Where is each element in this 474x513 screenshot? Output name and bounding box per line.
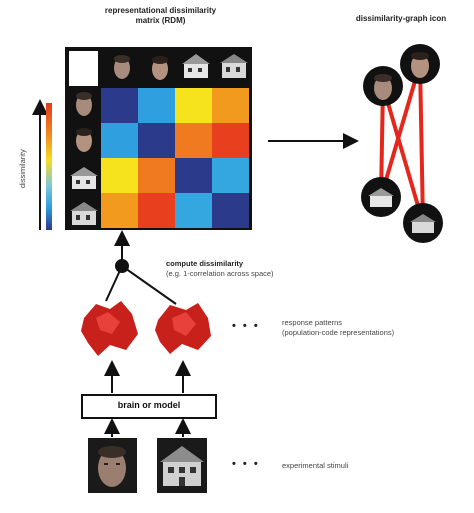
rdm-title: representational dissimilarity matrix (R…	[58, 6, 263, 26]
rdm-row-face-1	[76, 92, 92, 116]
rdm-row-house-2	[70, 202, 98, 225]
graph-node-house-1	[361, 177, 401, 217]
rdm-row-house-1	[70, 167, 98, 189]
response-line1: response patterns	[282, 318, 343, 327]
rdm-cell-face-2-face-2	[138, 123, 175, 158]
graph-node-house-2	[403, 203, 443, 243]
colorbar-label: dissimilarity	[18, 149, 27, 188]
rdm-cell-face-1-house-2	[212, 88, 249, 123]
rdm-corner	[69, 51, 98, 86]
dissimilarity-graph	[361, 44, 443, 243]
response-pattern-1	[81, 301, 138, 356]
rdm-cell-face-2-house-1	[175, 123, 212, 158]
rdm-title-line1: representational dissimilarity	[104, 6, 217, 15]
rdm-cell-face-1-house-1	[175, 88, 212, 123]
graph-node-face-1	[363, 66, 403, 106]
response-pattern-2	[155, 303, 211, 354]
response-label: response patterns (population-code repre…	[282, 318, 394, 338]
rdm-cell-house-1-house-1	[175, 158, 212, 193]
rdm-cell-house-2-house-2	[212, 193, 249, 228]
colorbar-gradient	[46, 103, 52, 230]
compute-title: compute dissimilarity	[166, 259, 244, 268]
rdm-cell-face-1-face-1	[101, 88, 138, 123]
rdm-cell-house-2-face-2	[138, 193, 175, 228]
rdm-cell-house-2-face-1	[101, 193, 138, 228]
rdm-row-face-2	[76, 128, 92, 152]
stimulus-house	[157, 438, 207, 493]
graph-title: dissimilarity-graph icon	[355, 14, 447, 23]
junction-line-right	[121, 265, 177, 305]
rdm-cell-house-1-face-1	[101, 158, 138, 193]
junction-line-left	[105, 265, 123, 302]
colorbar	[32, 99, 52, 230]
stimuli-ellipsis: • • •	[232, 458, 260, 470]
graph-edge-f1-h2	[381, 85, 425, 224]
brain-model-label: brain or model	[117, 400, 181, 410]
rdm-col-face-2	[152, 56, 168, 80]
rdm-cell-face-1-face-2	[138, 88, 175, 123]
rdm-cell-face-2-house-2	[212, 123, 249, 158]
rdm-cell-house-1-house-2	[212, 158, 249, 193]
rdm-row-headers	[70, 92, 98, 225]
rdm-col-headers	[114, 54, 248, 80]
response-ellipsis: • • •	[232, 320, 260, 332]
rdm-title-line2: matrix (RDM)	[135, 16, 186, 25]
compute-subtitle: (e.g. 1-correlation across space)	[166, 269, 274, 278]
brain-model-box	[81, 394, 217, 419]
rdm-cell-house-1-face-2	[138, 158, 175, 193]
stimuli-label: experimental stimuli	[282, 461, 349, 470]
rdm-col-house-2	[220, 54, 248, 78]
stimulus-face	[88, 438, 137, 493]
rdm-col-house-1	[182, 54, 210, 78]
rdm-cells	[101, 88, 249, 228]
graph-edge-f2-h2	[418, 63, 425, 224]
graph-node-face-2	[400, 44, 440, 84]
rdm-cell-face-2-face-1	[101, 123, 138, 158]
graph-edge-f2-h1	[379, 63, 422, 198]
compute-label: compute dissimilarity (e.g. 1-correlatio…	[166, 259, 274, 279]
rdm-cell-house-2-house-1	[175, 193, 212, 228]
response-line2: (population-code representations)	[282, 328, 395, 337]
rdm-col-face-1	[114, 55, 130, 79]
rdm-matrix	[65, 47, 252, 230]
